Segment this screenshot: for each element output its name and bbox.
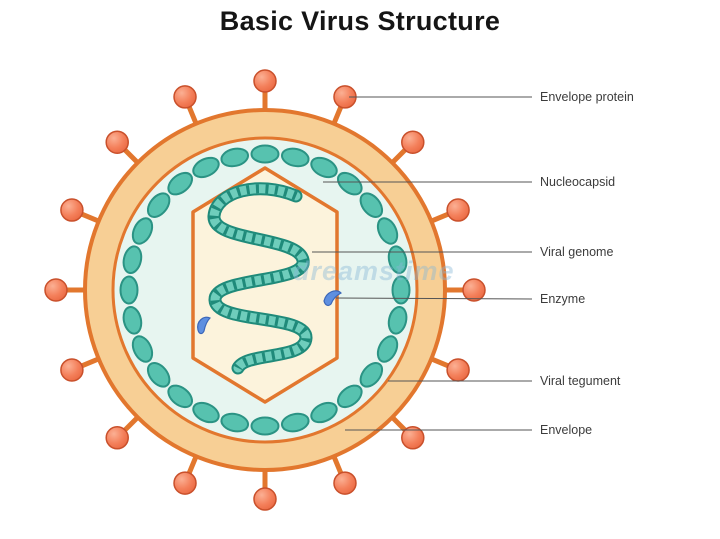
bead bbox=[280, 147, 310, 168]
spike-head bbox=[60, 358, 84, 382]
bead bbox=[122, 305, 143, 335]
bead bbox=[220, 147, 250, 168]
bead-ring bbox=[119, 144, 411, 436]
bead bbox=[192, 156, 220, 179]
bead bbox=[387, 305, 408, 335]
bead bbox=[280, 412, 310, 433]
bead bbox=[250, 416, 280, 436]
bead bbox=[119, 275, 139, 305]
bead bbox=[387, 245, 408, 275]
label-envelope: Envelope bbox=[540, 423, 593, 437]
spike-head bbox=[446, 358, 470, 382]
enzyme-shape-left bbox=[197, 316, 212, 335]
bead bbox=[167, 171, 194, 196]
bead bbox=[310, 156, 338, 179]
bead bbox=[359, 192, 384, 219]
leader-lines bbox=[312, 96, 533, 431]
viral-genome-helix bbox=[207, 182, 313, 375]
label-viral-genome: Viral genome bbox=[540, 245, 614, 259]
bead bbox=[336, 171, 363, 196]
spike-head bbox=[401, 130, 425, 154]
bead bbox=[336, 384, 363, 409]
bead bbox=[146, 192, 171, 219]
spike-head bbox=[173, 85, 197, 109]
spike-head bbox=[253, 487, 277, 511]
bead bbox=[391, 275, 411, 305]
genome-tube-fill bbox=[209, 184, 311, 373]
bead bbox=[131, 217, 154, 245]
bead bbox=[310, 401, 338, 424]
bead bbox=[146, 361, 171, 388]
spike-head bbox=[173, 471, 197, 495]
spike-head bbox=[105, 426, 129, 450]
bead bbox=[376, 335, 399, 363]
spike-head bbox=[446, 198, 470, 222]
page-title: Basic Virus Structure bbox=[219, 6, 501, 36]
label-envelope-protein: Envelope protein bbox=[540, 90, 634, 104]
spike-head bbox=[105, 130, 129, 154]
spike-head bbox=[253, 69, 277, 93]
enzyme-shape-right bbox=[323, 290, 343, 307]
leader-line-enzyme bbox=[335, 297, 533, 300]
label-enzyme: Enzyme bbox=[540, 292, 586, 306]
bead bbox=[167, 384, 194, 409]
spike-head bbox=[401, 426, 425, 450]
bead bbox=[359, 361, 384, 388]
bead bbox=[122, 245, 143, 275]
bead bbox=[220, 412, 250, 433]
bead bbox=[131, 335, 154, 363]
bead bbox=[376, 217, 399, 245]
label-viral-tegument: Viral tegument bbox=[540, 374, 621, 388]
spike-head bbox=[462, 278, 486, 302]
spike-head bbox=[44, 278, 68, 302]
label-nucleocapsid: Nucleocapsid bbox=[540, 175, 616, 189]
spike-head bbox=[60, 198, 84, 222]
bead bbox=[192, 401, 220, 424]
spike-head bbox=[333, 471, 357, 495]
bead bbox=[250, 144, 280, 164]
